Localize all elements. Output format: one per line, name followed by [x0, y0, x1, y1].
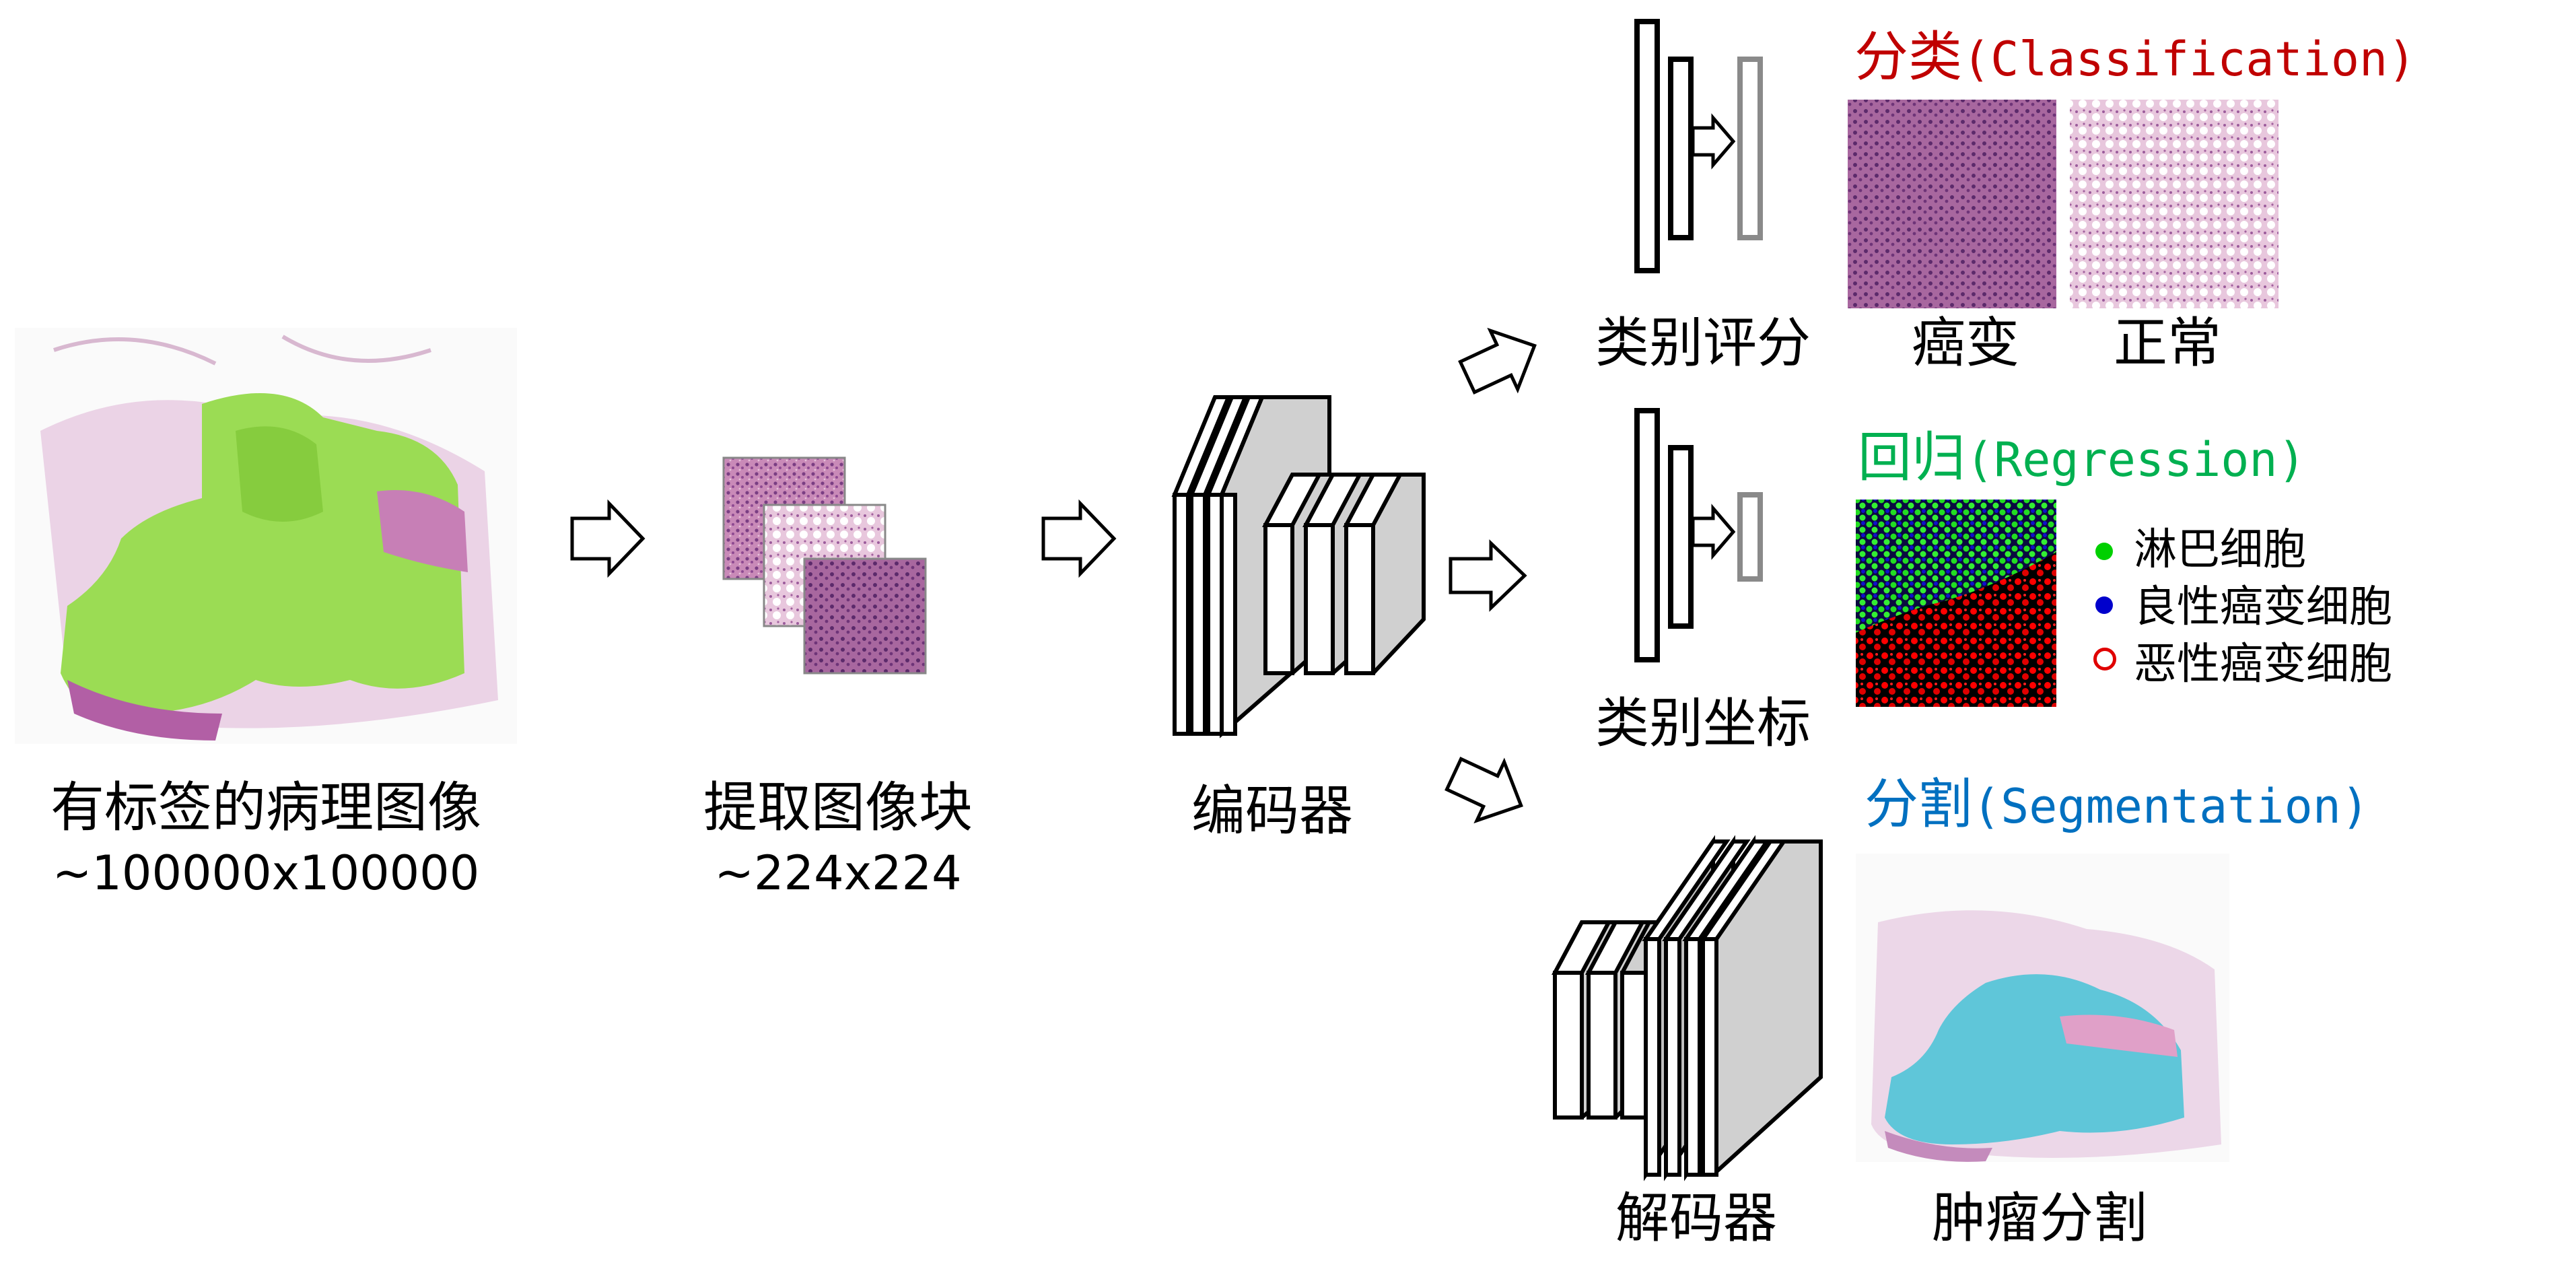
arrow-icon [570, 499, 646, 578]
class-coordinate-label: 类别坐标 [1595, 692, 1811, 755]
legend-item-benign: 良性癌变细胞 [2134, 582, 2392, 632]
classification-title-en: (Classification) [1962, 32, 2416, 87]
tumor-segmentation-label: 肿瘤分割 [1932, 1187, 2147, 1249]
blue-dot-icon [2095, 596, 2113, 614]
normal-example-label: 正常 [2114, 312, 2221, 374]
classification-title: 分类(Classification) [1854, 30, 2416, 84]
patches-label: 提取图像块 [703, 776, 973, 839]
class-score-label: 类别评分 [1595, 312, 1811, 374]
arrow-icon [1444, 757, 1523, 824]
legend-item-lymphocyte: 淋巴细胞 [2134, 525, 2306, 575]
image-patches [722, 456, 927, 675]
cell-detection-map [1856, 500, 2056, 707]
regression-head [1634, 408, 1763, 662]
arrow-icon [1449, 539, 1527, 612]
red-ring-icon [2093, 648, 2116, 671]
patches-size: ~224x224 [714, 846, 962, 901]
annotated-slide-image [15, 328, 517, 744]
green-dot-icon [2095, 543, 2113, 560]
cancer-tissue-thumbnail [1848, 100, 2056, 308]
segmentation-title-en: (Segmentation) [1972, 779, 2370, 834]
regression-title-en: (Regression) [1965, 432, 2306, 487]
decoder-label: 解码器 [1615, 1187, 1777, 1249]
tumor-segmentation-image [1856, 854, 2229, 1162]
cancer-example-label: 癌变 [1912, 312, 2019, 374]
encoder-block [1171, 395, 1426, 738]
decoder-block [1552, 835, 1823, 1181]
input-size: ~100000x100000 [52, 846, 480, 901]
classification-head [1634, 19, 1763, 273]
input-label: 有标签的病理图像 [50, 776, 481, 839]
regression-title-cn: 回归 [1858, 426, 1965, 489]
encoder-label: 编码器 [1191, 780, 1353, 842]
segmentation-title-cn: 分割 [1865, 773, 1972, 835]
regression-title: 回归(Regression) [1858, 431, 2306, 485]
normal-tissue-thumbnail [2070, 100, 2278, 308]
segmentation-title: 分割(Segmentation) [1865, 778, 2369, 831]
arrow-icon [1458, 327, 1537, 394]
arrow-icon [1041, 499, 1117, 578]
legend-item-malignant: 恶性癌变细胞 [2134, 640, 2392, 689]
classification-title-cn: 分类 [1854, 26, 1962, 88]
